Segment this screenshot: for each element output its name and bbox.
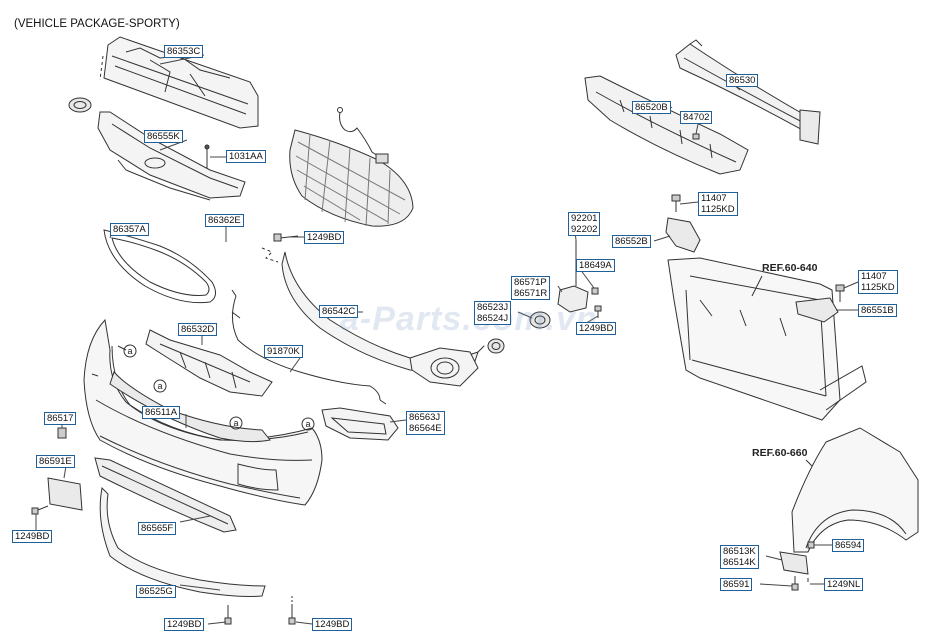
part-label-86555K[interactable]: 86555K <box>144 130 183 143</box>
callout-circles <box>123 344 315 431</box>
part-label-86511A[interactable]: 86511A <box>142 406 181 419</box>
bumper-beam <box>675 39 821 145</box>
ref-label-60-640: REF.60-640 <box>762 262 818 274</box>
part-label-92202: 92202 <box>571 224 598 235</box>
part-label-11407-1125KD-top[interactable]: 11407 1125KD <box>698 192 738 216</box>
part-label-86551B[interactable]: 86551B <box>858 304 897 317</box>
front-emblem <box>68 97 92 113</box>
part-label-92201: 92201 <box>571 213 598 224</box>
watermark: a-Parts.com.vn <box>340 300 598 338</box>
wiring-harness <box>339 111 379 157</box>
part-label-84702[interactable]: 84702 <box>680 111 713 124</box>
part-label-86524J: 86524J <box>477 313 509 324</box>
part-label-11407-1125KD-right[interactable]: 11407 1125KD <box>858 270 898 294</box>
part-label-86530[interactable]: 86530 <box>726 74 759 87</box>
ref-label-60-660: REF.60-660 <box>752 447 808 459</box>
part-label-86591E[interactable]: 86591E <box>36 455 75 468</box>
part-label-86513K-86514K[interactable]: 86513K 86514K <box>720 545 759 569</box>
part-label-11407: 11407 <box>701 193 727 204</box>
part-label-86362E[interactable]: 86362E <box>205 214 244 227</box>
part-label-1125KD-right: 1125KD <box>861 282 895 293</box>
page-title: (VEHICLE PACKAGE-SPORTY) <box>14 18 180 30</box>
fog-lamp-area <box>487 240 602 354</box>
callout-a-2: a <box>157 381 162 391</box>
part-label-1249BD-bottom-left[interactable]: 1249BD <box>164 618 205 631</box>
part-label-86523J-86524J[interactable]: 86523J 86524J <box>474 301 512 325</box>
part-label-86563J: 86563J <box>409 412 441 423</box>
part-label-86517[interactable]: 86517 <box>44 412 77 425</box>
part-label-86552B[interactable]: 86552B <box>612 235 651 248</box>
callout-letters: a a a a <box>127 346 310 429</box>
part-label-86523J: 86523J <box>477 302 509 313</box>
grille-molding <box>97 111 246 201</box>
callout-a-1: a <box>127 346 132 356</box>
part-label-86564E: 86564E <box>409 423 442 434</box>
part-label-86542C[interactable]: 86542C <box>319 305 359 318</box>
part-label-1249NL[interactable]: 1249NL <box>824 578 864 591</box>
clip-86517 <box>57 427 67 439</box>
part-label-11407-right: 11407 <box>861 271 887 282</box>
fender <box>791 427 919 553</box>
part-label-1125KD: 1125KD <box>701 204 735 215</box>
part-label-86594[interactable]: 86594 <box>832 539 865 552</box>
fender-bracket <box>779 551 809 575</box>
bracket-86552B <box>665 217 701 253</box>
part-label-18649A[interactable]: 18649A <box>576 259 615 272</box>
part-label-86571R: 86571R <box>514 288 548 299</box>
part-label-1249BD-left[interactable]: 1249BD <box>12 530 53 543</box>
callout-a-3: a <box>233 418 238 428</box>
part-label-1249BD-top[interactable]: 1249BD <box>304 231 345 244</box>
part-label-1031AA[interactable]: 1031AA <box>226 150 266 163</box>
grille-frame <box>103 229 216 304</box>
part-label-92201-92202[interactable]: 92201 92202 <box>568 212 601 236</box>
part-label-86514K: 86514K <box>723 557 756 568</box>
fog-wiring <box>232 295 381 401</box>
part-label-1249BD-fog[interactable]: 1249BD <box>576 322 617 335</box>
lower-spoiler <box>281 251 485 387</box>
bumper-bracket <box>145 329 273 397</box>
mesh-grille <box>289 129 414 227</box>
radiator-support <box>667 257 867 421</box>
license-bracket <box>47 477 83 511</box>
part-label-86520B[interactable]: 86520B <box>632 101 671 114</box>
part-label-91870K[interactable]: 91870K <box>264 345 303 358</box>
part-label-86571P-86571R[interactable]: 86571P 86571R <box>511 276 551 300</box>
part-label-1249BD-bottom-right[interactable]: 1249BD <box>312 618 353 631</box>
bracket-86551B <box>795 297 839 323</box>
part-label-86571P: 86571P <box>514 277 547 288</box>
part-label-86357A[interactable]: 86357A <box>110 223 149 236</box>
fog-lamp-cover <box>321 407 399 441</box>
part-label-86565F[interactable]: 86565F <box>138 522 177 535</box>
part-label-86353C[interactable]: 86353C <box>164 45 204 58</box>
part-label-86532D[interactable]: 86532D <box>178 323 218 336</box>
part-label-86563J-86564E[interactable]: 86563J 86564E <box>406 411 445 435</box>
bumper-absorber <box>109 371 271 443</box>
callout-a-4: a <box>305 419 310 429</box>
part-label-86513K: 86513K <box>723 546 756 557</box>
part-label-86591[interactable]: 86591 <box>720 578 753 591</box>
energy-absorber <box>584 75 749 175</box>
part-label-86525G[interactable]: 86525G <box>136 585 176 598</box>
lower-lip <box>99 486 266 597</box>
